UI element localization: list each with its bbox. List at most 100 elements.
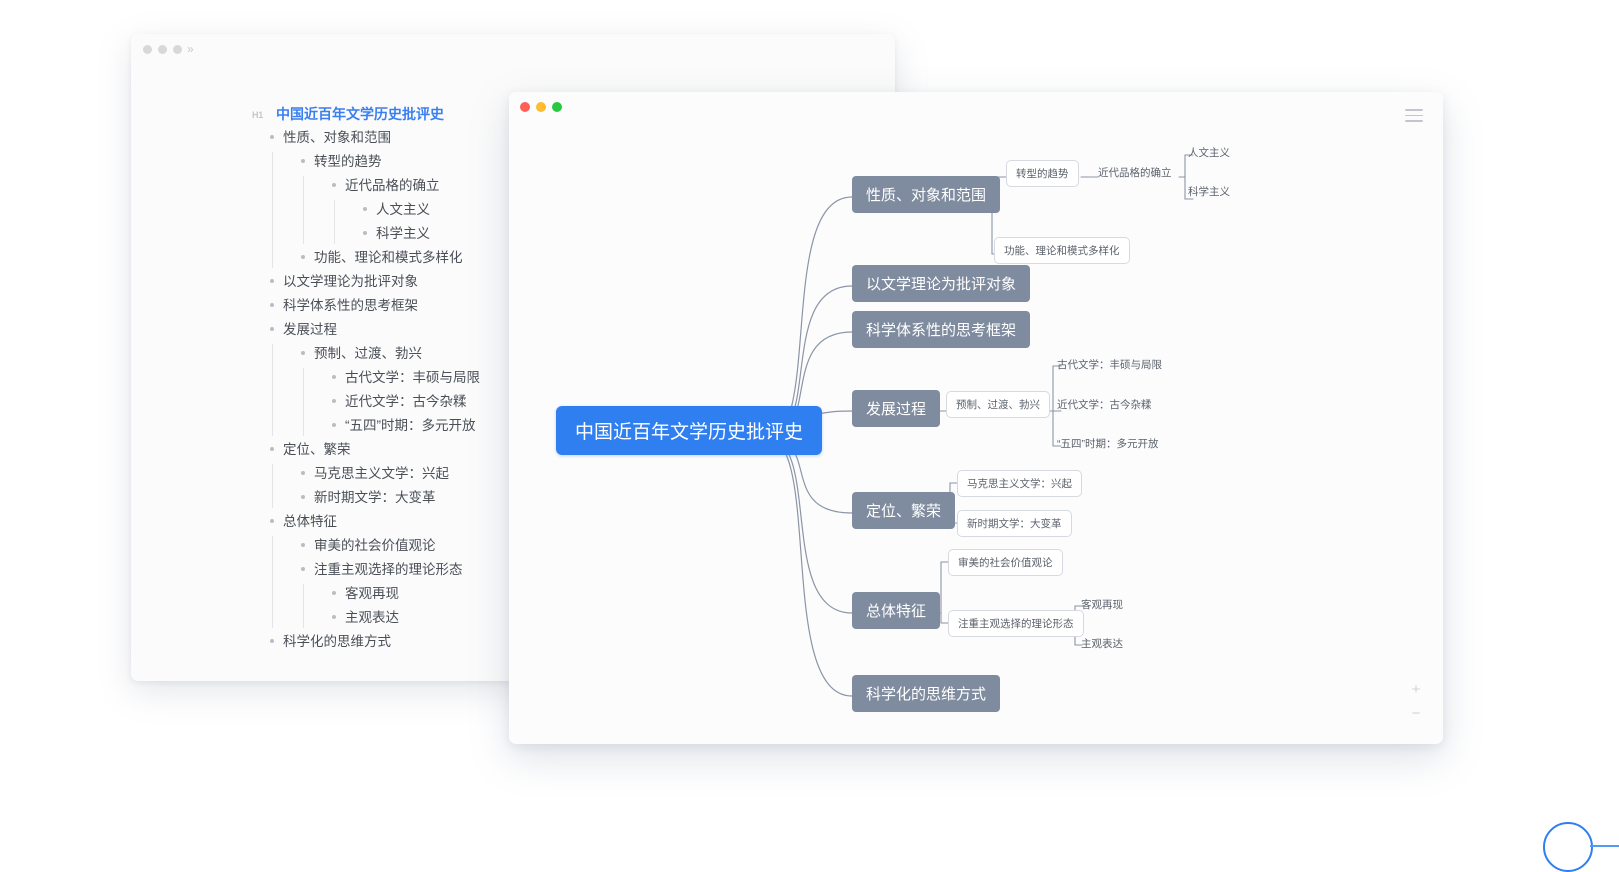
mindmap-node-b1-c2[interactable]: 功能、理论和模式多样化 xyxy=(994,237,1130,264)
mindmap-node-b4[interactable]: 发展过程 xyxy=(852,390,941,427)
bullet-icon xyxy=(363,207,367,212)
bullet-icon xyxy=(270,303,274,308)
outline-maximize-button[interactable] xyxy=(173,45,182,54)
mindmap-close-button[interactable] xyxy=(520,102,530,112)
decorative-line xyxy=(1590,845,1619,847)
outline-item[interactable]: 注重主观选择的理论形态 xyxy=(131,558,895,582)
outline-titlebar: » xyxy=(131,34,895,64)
outline-content: H1 中国近百年文学历史批评史 性质、对象和范围转型的趋势近代品格的确立人文主义… xyxy=(131,64,895,654)
outline-item[interactable]: 科学化的思维方式 xyxy=(131,630,895,654)
mindmap-node-b4-c1[interactable]: 预制、过渡、勃兴 xyxy=(946,391,1050,418)
mindmap-node-b6-c2-c1[interactable]: 客观再现 xyxy=(1081,599,1123,611)
mindmap-node-b7[interactable]: 科学化的思维方式 xyxy=(852,675,1001,712)
outline-guide-line xyxy=(303,176,304,244)
outline-title-row[interactable]: H1 中国近百年文学历史批评史 xyxy=(131,102,895,126)
mindmap-node-b5[interactable]: 定位、繁荣 xyxy=(852,492,956,529)
hamburger-menu-icon[interactable] xyxy=(1405,109,1423,122)
outline-item-label: 马克思主义文学：兴起 xyxy=(314,466,449,481)
outline-title: 中国近百年文学历史批评史 xyxy=(276,106,444,122)
outline-item-label: 审美的社会价值观论 xyxy=(314,538,436,553)
outline-item[interactable]: 总体特征 xyxy=(131,510,895,534)
outline-guide-line xyxy=(272,536,273,628)
mindmap-node-b2[interactable]: 以文学理论为批评对象 xyxy=(852,265,1031,302)
outline-item[interactable]: 转型的趋势 xyxy=(131,150,895,174)
outline-item-label: 总体特征 xyxy=(283,514,337,529)
outline-item-label: 科学体系性的思考框架 xyxy=(283,298,418,313)
outline-guide-line xyxy=(303,368,304,436)
outline-item-label: 发展过程 xyxy=(283,322,337,337)
outline-item[interactable]: 人文主义 xyxy=(131,198,895,222)
mindmap-node-b4-c1-c3[interactable]: “五四”时期：多元开放 xyxy=(1057,438,1159,450)
mindmap-titlebar xyxy=(509,92,1443,122)
outline-list: 性质、对象和范围转型的趋势近代品格的确立人文主义科学主义功能、理论和模式多样化以… xyxy=(131,126,895,654)
bullet-icon xyxy=(301,567,305,572)
outline-item[interactable]: 功能、理论和模式多样化 xyxy=(131,246,895,270)
outline-item[interactable]: 以文学理论为批评对象 xyxy=(131,270,895,294)
outline-item[interactable]: 科学体系性的思考框架 xyxy=(131,294,895,318)
bullet-icon xyxy=(332,615,336,620)
mindmap-node-b1-c1-c1-c1[interactable]: 人文主义 xyxy=(1188,147,1230,159)
outline-item[interactable]: 科学主义 xyxy=(131,222,895,246)
zoom-out-button[interactable]: − xyxy=(1411,705,1421,722)
outline-item-label: 客观再现 xyxy=(345,586,399,601)
outline-guide-line xyxy=(272,152,273,268)
outline-item[interactable]: “五四”时期：多元开放 xyxy=(131,414,895,438)
outline-guide-line xyxy=(272,344,273,436)
mindmap-node-b6-c1[interactable]: 审美的社会价值观论 xyxy=(948,549,1063,576)
bullet-icon xyxy=(332,423,336,428)
zoom-in-button[interactable]: + xyxy=(1411,681,1421,698)
mindmap-node-b6-c2[interactable]: 注重主观选择的理论形态 xyxy=(948,610,1084,637)
outline-item[interactable]: 客观再现 xyxy=(131,582,895,606)
bullet-icon xyxy=(332,183,336,188)
mindmap-minimize-button[interactable] xyxy=(536,102,546,112)
outline-item[interactable]: 发展过程 xyxy=(131,318,895,342)
outline-guide-line xyxy=(303,584,304,628)
bullet-icon xyxy=(301,255,305,260)
mindmap-maximize-button[interactable] xyxy=(552,102,562,112)
outline-item[interactable]: 预制、过渡、勃兴 xyxy=(131,342,895,366)
outline-item-label: “五四”时期：多元开放 xyxy=(345,418,476,433)
outline-item-label: 以文学理论为批评对象 xyxy=(283,274,418,289)
mindmap-node-b6-c2-c2[interactable]: 主观表达 xyxy=(1081,638,1123,650)
mindmap-node-b3[interactable]: 科学体系性的思考框架 xyxy=(852,311,1031,348)
bullet-icon xyxy=(270,279,274,284)
mindmap-node-b5-c1[interactable]: 马克思主义文学：兴起 xyxy=(957,470,1082,497)
outline-item[interactable]: 审美的社会价值观论 xyxy=(131,534,895,558)
outline-item-label: 转型的趋势 xyxy=(314,154,382,169)
mindmap-root-node[interactable]: 中国近百年文学历史批评史 xyxy=(556,406,823,455)
outline-close-button[interactable] xyxy=(143,45,152,54)
outline-item[interactable]: 近代品格的确立 xyxy=(131,174,895,198)
bullet-icon xyxy=(332,591,336,596)
outline-item[interactable]: 定位、繁荣 xyxy=(131,438,895,462)
mindmap-node-b1[interactable]: 性质、对象和范围 xyxy=(852,176,1001,213)
bullet-icon xyxy=(301,543,305,548)
outline-item-label: 人文主义 xyxy=(376,202,430,217)
outline-guide-line xyxy=(334,200,335,244)
outline-item[interactable]: 近代文学：古今杂糅 xyxy=(131,390,895,414)
outline-item[interactable]: 性质、对象和范围 xyxy=(131,126,895,150)
mindmap-node-b6[interactable]: 总体特征 xyxy=(852,592,941,629)
expand-sidebar-icon[interactable]: » xyxy=(187,42,194,56)
outline-item-label: 近代品格的确立 xyxy=(345,178,440,193)
bullet-icon xyxy=(332,375,336,380)
outline-item-label: 近代文学：古今杂糅 xyxy=(345,394,467,409)
outline-item[interactable]: 古代文学：丰硕与局限 xyxy=(131,366,895,390)
outline-minimize-button[interactable] xyxy=(158,45,167,54)
mindmap-canvas[interactable]: 中国近百年文学历史批评史 性质、对象和范围 以文学理论为批评对象 科学体系性的思… xyxy=(509,122,1443,744)
outline-item-label: 性质、对象和范围 xyxy=(283,130,391,145)
outline-item[interactable]: 主观表达 xyxy=(131,606,895,630)
mindmap-node-b4-c1-c1[interactable]: 古代文学：丰硕与局限 xyxy=(1057,359,1162,371)
bullet-icon xyxy=(301,471,305,476)
mindmap-node-b5-c2[interactable]: 新时期文学：大变革 xyxy=(957,510,1072,537)
mindmap-node-b4-c1-c2[interactable]: 近代文学：古今杂糅 xyxy=(1057,399,1152,411)
bullet-icon xyxy=(301,159,305,164)
bullet-icon xyxy=(270,639,274,644)
mindmap-node-b1-c1-c1-c2[interactable]: 科学主义 xyxy=(1188,186,1230,198)
outline-item[interactable]: 新时期文学：大变革 xyxy=(131,486,895,510)
outline-item-label: 主观表达 xyxy=(345,610,399,625)
mindmap-node-b1-c1-c1[interactable]: 近代品格的确立 xyxy=(1098,167,1172,179)
outline-item-label: 科学化的思维方式 xyxy=(283,634,391,649)
bullet-icon xyxy=(270,519,274,524)
mindmap-node-b1-c1[interactable]: 转型的趋势 xyxy=(1006,160,1079,187)
outline-item[interactable]: 马克思主义文学：兴起 xyxy=(131,462,895,486)
